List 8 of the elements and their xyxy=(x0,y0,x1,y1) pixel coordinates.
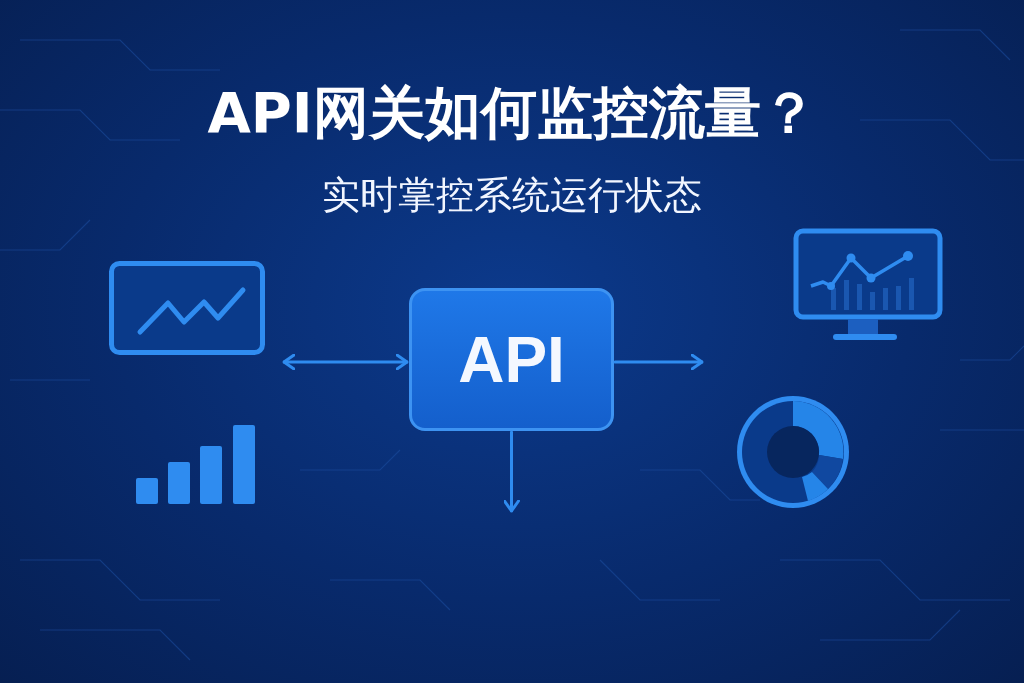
api-box: API xyxy=(409,288,614,431)
subtitle: 实时掌控系统运行状态 xyxy=(321,172,703,219)
bar-chart-icon xyxy=(134,424,258,504)
arrow xyxy=(503,430,520,513)
title: API网关如何监控流量？ xyxy=(206,79,818,147)
arrow xyxy=(613,353,704,371)
line-chart-icon xyxy=(108,260,266,356)
arrow xyxy=(282,353,409,371)
